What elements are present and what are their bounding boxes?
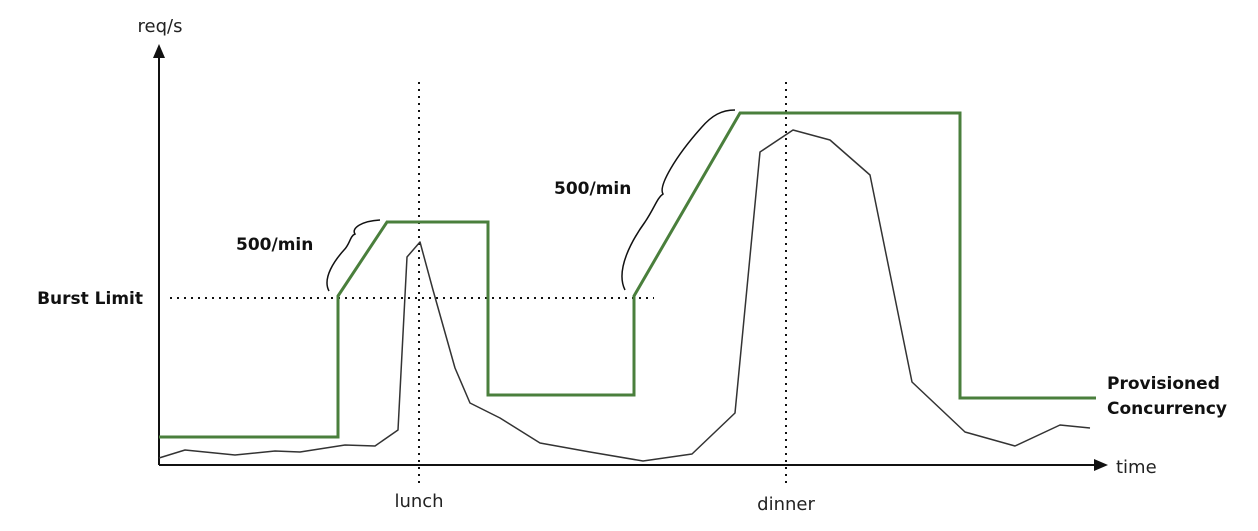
x-axis-arrow-icon: [1094, 459, 1108, 471]
provisioned-concurrency-line: [159, 111, 1096, 439]
lunch-label: lunch: [394, 491, 443, 512]
ramp-brace-1-icon: [326, 219, 381, 292]
y-axis-arrow-icon: [153, 44, 165, 58]
provisioned-label-line1: Provisioned: [1107, 374, 1220, 394]
x-axis: [159, 459, 1108, 471]
traffic-line: [158, 129, 1091, 462]
burst-limit-label: Burst Limit: [37, 289, 143, 309]
dinner-label: dinner: [757, 494, 815, 515]
ramp-rate-label-1: 500/min: [236, 235, 313, 255]
y-axis-label: req/s: [138, 16, 183, 37]
provisioned-label-line2: Concurrency: [1107, 399, 1227, 419]
x-axis-label: time: [1116, 457, 1157, 478]
ramp-brace-2-icon: [621, 109, 736, 291]
ramp-rate-label-2: 500/min: [554, 179, 631, 199]
y-axis: [153, 44, 165, 465]
